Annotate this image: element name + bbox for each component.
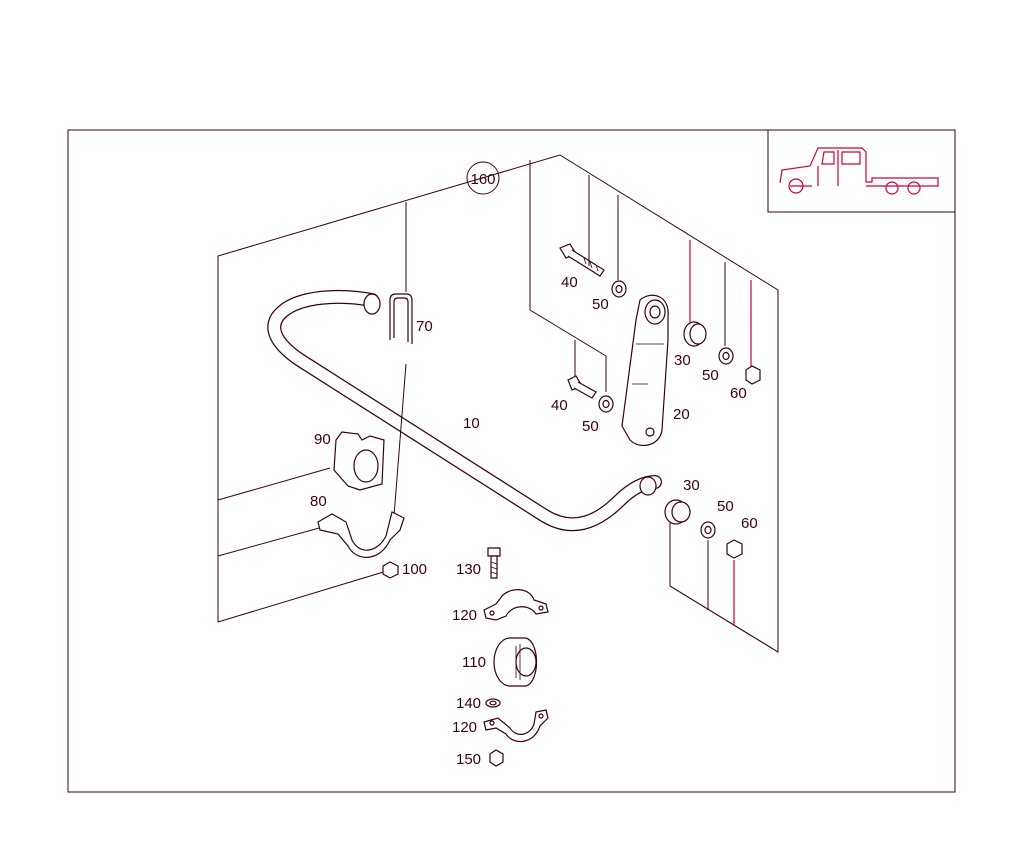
washer-50-upper-right: [718, 347, 734, 365]
callout-110: 110: [462, 654, 486, 671]
nut-60-upper: [745, 365, 761, 385]
washer-50-lower-right: [700, 521, 716, 539]
washer-140: [485, 698, 501, 708]
diagram-frame: [67, 129, 956, 793]
washer-50-upper: [611, 280, 627, 298]
bolt-40-lower: [567, 375, 597, 399]
callout-60a: 60: [730, 385, 747, 402]
clamp-120-upper: [483, 589, 549, 621]
clamp-120-lower: [483, 709, 549, 743]
callout-30a: 30: [674, 352, 691, 369]
u-bolt: [389, 293, 413, 344]
callout-80: 80: [310, 493, 327, 510]
callout-70: 70: [416, 318, 433, 335]
bushing-110: [493, 637, 537, 687]
washer-50-lower: [598, 395, 614, 413]
callout-40b: 40: [551, 397, 568, 414]
callout-160: 160: [470, 171, 495, 188]
callout-150: 150: [456, 751, 481, 768]
callout-10: 10: [463, 415, 480, 432]
callout-50a: 50: [592, 296, 609, 313]
bushing-30-upper: [683, 321, 707, 347]
bracket-leaders: [217, 467, 331, 557]
rubber-mount: [333, 431, 385, 491]
callout-50d: 50: [717, 498, 734, 515]
callout-40a: 40: [561, 274, 578, 291]
stabilizer-bar: [267, 289, 662, 532]
callout-100: 100: [402, 561, 427, 578]
bolt-40-upper: [559, 243, 605, 277]
callout-50c: 50: [702, 367, 719, 384]
nut-100: [382, 561, 399, 579]
assembly-bracket-right: [217, 154, 779, 653]
callout-60b: 60: [741, 515, 758, 532]
callout-120a: 120: [452, 607, 477, 624]
callout-160-circle: [466, 161, 500, 195]
callout-90: 90: [314, 431, 331, 448]
bushing-30-lower: [664, 499, 691, 525]
nut-60-lower: [726, 539, 743, 559]
link-rod: [621, 294, 669, 447]
clamp-lower: [317, 511, 405, 558]
callout-140: 140: [456, 695, 481, 712]
callout-130: 130: [456, 561, 481, 578]
callout-20: 20: [673, 406, 690, 423]
vehicle-thumbnail: [767, 130, 955, 213]
callout-120b: 120: [452, 719, 477, 736]
assembly-bracket-left: [217, 256, 391, 623]
callout-50b: 50: [582, 418, 599, 435]
bolt-130: [487, 547, 501, 579]
nut-150: [489, 749, 504, 767]
callout-30b: 30: [683, 477, 700, 494]
